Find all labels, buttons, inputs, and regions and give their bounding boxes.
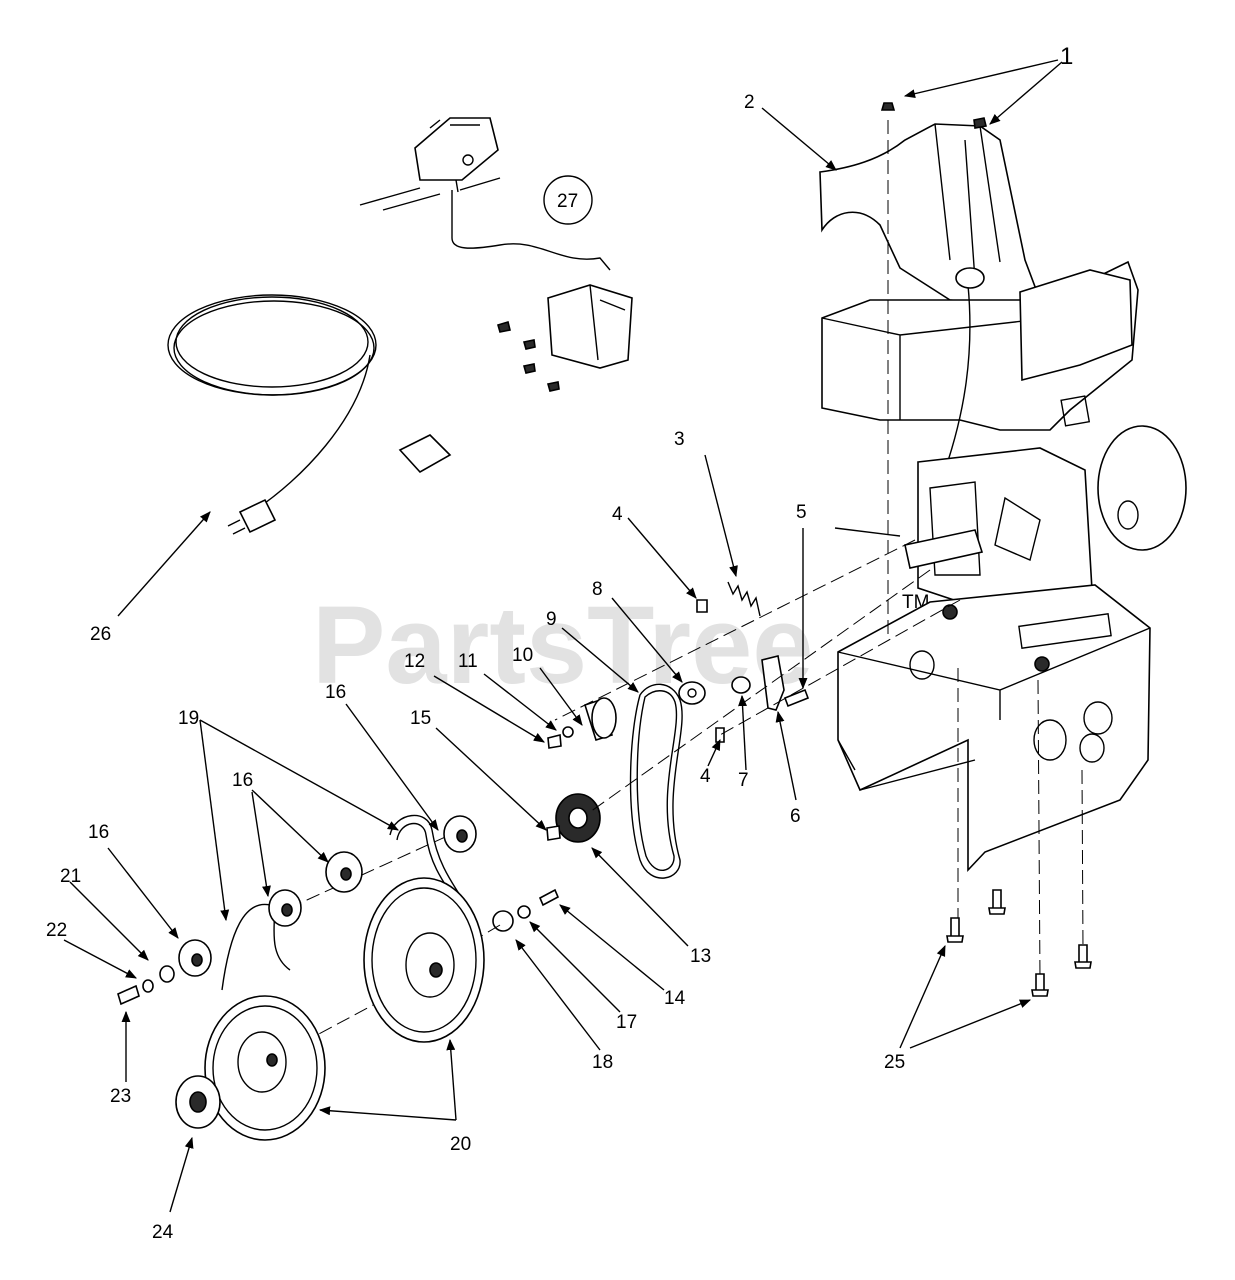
callout-5: 5 [796,502,807,523]
callout-14: 14 [664,988,686,1009]
callout-1: 1 [1060,43,1073,70]
callout-25: 25 [884,1052,905,1073]
bolt-part-1 [880,102,987,129]
frame-hole [1033,719,1067,761]
drive-shaft [904,529,984,569]
headlight-housing [547,284,633,369]
large-pulley-right [363,877,485,1043]
callout-20: 20 [450,1134,471,1155]
chassis-frame [837,584,1151,873]
drive-components [492,581,810,932]
callout-labels: 1 2 3 4 5 8 9 10 11 12 16 15 19 16 16 21… [46,43,1073,1243]
headlight-bracket [414,117,499,181]
engine-assembly [819,123,1187,613]
callout-18: 18 [592,1052,613,1073]
watermark: PartsTree [312,584,813,707]
callout-26: 26 [90,624,111,645]
callout-7: 7 [738,770,749,791]
large-pulley-left [204,995,326,1141]
callout-8: 8 [592,579,603,600]
callout-15: 15 [410,708,431,729]
callout-2: 2 [744,92,755,113]
callout-3: 3 [674,429,685,450]
light-kit [359,117,633,392]
callout-12: 12 [404,651,425,672]
callout-6: 6 [790,806,801,827]
callout-16c: 16 [88,822,109,843]
flywheel-housing [1097,425,1187,551]
callout-4: 4 [612,504,623,525]
callout-16b: 16 [232,770,253,791]
callout-17: 17 [616,1012,637,1033]
callout-21: 21 [60,866,81,887]
bolt-part-25 [946,889,1092,997]
engine-shroud [819,123,1042,306]
washers-part-16 [178,815,477,977]
callout-16a: 16 [325,682,346,703]
callout-10: 10 [512,645,533,666]
leader-lines [63,59,1063,1213]
callout-24: 24 [152,1222,174,1243]
callout-11: 11 [458,651,478,672]
callout-4b: 4 [700,766,711,787]
light-screws [497,320,560,392]
callout-13: 13 [690,946,711,967]
power-cord [167,294,452,535]
muffler [1019,269,1133,382]
callout-22: 22 [46,920,67,941]
auger-pulleys [175,814,485,1141]
callout-27-circle [543,175,593,225]
callout-23: 23 [110,1086,131,1107]
callout-19: 19 [178,708,199,729]
callout-9: 9 [546,609,557,630]
callout-27: 27 [557,191,578,212]
